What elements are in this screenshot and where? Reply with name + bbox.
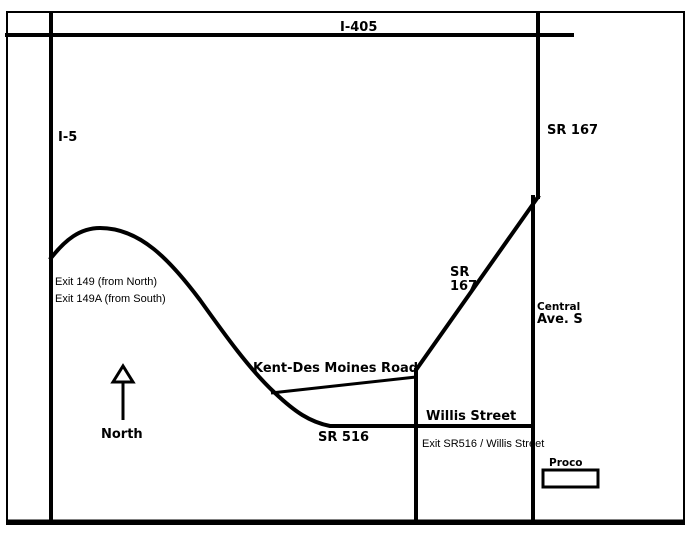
- central-ave-label-line1: Central: [537, 301, 580, 313]
- map-frame: [6, 11, 685, 525]
- sr167-diagonal-road: [413, 194, 541, 373]
- proco-building-marker: [541, 468, 600, 489]
- exit-149a-label: Exit 149A (from South): [55, 293, 166, 305]
- sr516-label: SR 516: [318, 430, 369, 445]
- exit-149-label: Exit 149 (from North): [55, 276, 157, 288]
- central-ave-label-line2: Ave. S: [537, 312, 583, 327]
- willis-street-label: Willis Street: [426, 409, 516, 424]
- sr167-diag-label-line1: SR: [450, 265, 469, 280]
- sr167-top-label: SR 167: [547, 123, 598, 138]
- proco-label: Proco: [549, 457, 583, 469]
- sr167-diag-label-line2: 167: [450, 279, 477, 294]
- sr516-road: [48, 226, 535, 428]
- north-label: North: [101, 427, 143, 442]
- i5-label: I-5: [58, 130, 77, 145]
- kent-des-moines-road: [270, 375, 417, 395]
- exit-sr516-label: Exit SR516 / Willis Street: [422, 438, 544, 450]
- i405-label: I-405: [340, 20, 377, 35]
- north-arrow-icon: [110, 363, 136, 420]
- kent-des-moines-label: Kent-Des Moines Road: [253, 361, 418, 376]
